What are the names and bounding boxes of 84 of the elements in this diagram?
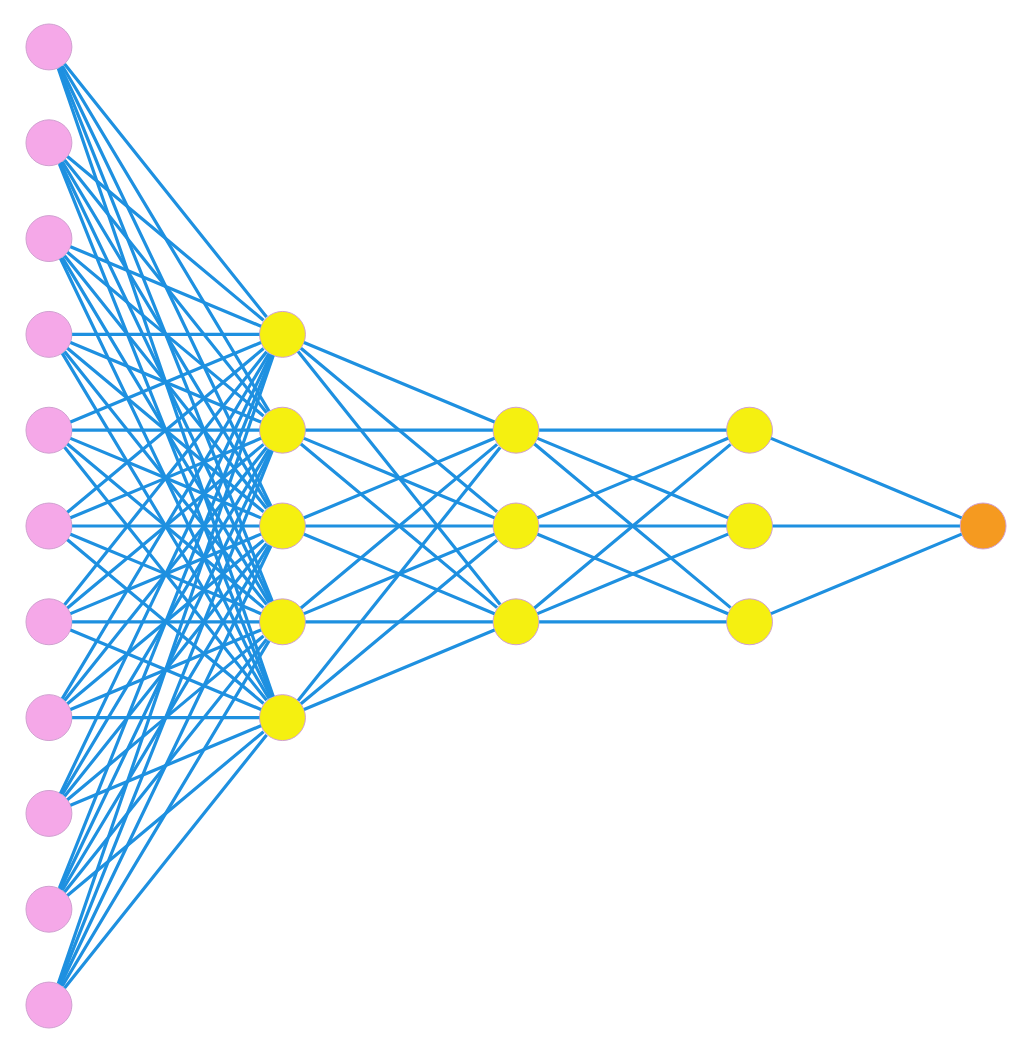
connector — [59, 257, 273, 699]
connector — [63, 63, 268, 318]
connector — [305, 524, 493, 528]
node-circle — [259, 406, 306, 454]
node-circle — [259, 598, 306, 646]
node-circle — [492, 598, 540, 646]
connector — [303, 628, 496, 711]
node-circle — [25, 502, 73, 550]
connector — [72, 716, 260, 720]
node-circle — [25, 23, 73, 71]
node-circle — [25, 885, 73, 933]
connector — [72, 428, 260, 432]
connector — [57, 163, 274, 698]
connector — [63, 350, 268, 606]
connector — [303, 436, 496, 520]
node-circle — [259, 310, 306, 358]
node-circle — [492, 406, 540, 454]
connector — [56, 355, 275, 984]
connector — [539, 428, 727, 432]
node-circle — [259, 502, 306, 550]
connector — [60, 640, 271, 987]
connector — [60, 160, 271, 508]
connector — [63, 446, 268, 702]
connector — [69, 724, 262, 807]
node-circle — [726, 598, 773, 646]
connector — [299, 346, 499, 514]
connector — [60, 65, 271, 412]
connector — [303, 532, 496, 616]
connector — [69, 436, 262, 520]
connector — [63, 158, 268, 414]
connector — [69, 341, 262, 424]
node-circle — [25, 215, 73, 263]
connector — [299, 538, 499, 706]
connector — [63, 638, 268, 894]
node-circle — [25, 310, 73, 358]
connector — [59, 353, 273, 795]
connector — [72, 620, 260, 624]
node-circle — [25, 789, 73, 837]
node-circle — [726, 502, 773, 550]
connector — [303, 341, 496, 424]
node-circle — [492, 502, 540, 550]
connector — [60, 448, 271, 796]
connector — [66, 155, 265, 322]
connector — [56, 68, 275, 697]
connector — [60, 544, 271, 892]
connector — [772, 524, 960, 528]
connector — [66, 730, 265, 897]
node-circle — [25, 406, 73, 454]
connector — [69, 532, 262, 616]
connector — [59, 449, 273, 890]
connector — [63, 734, 268, 989]
connector — [63, 254, 268, 510]
connector — [69, 628, 262, 711]
node-circle — [25, 119, 73, 167]
connector — [60, 256, 271, 604]
connector — [539, 620, 727, 624]
connector — [536, 436, 729, 520]
connector — [63, 542, 268, 798]
connector — [305, 620, 493, 624]
node-circle — [25, 981, 73, 1029]
connector — [57, 354, 274, 889]
connector — [296, 446, 502, 702]
connector — [57, 450, 274, 985]
connector — [59, 162, 273, 603]
connector — [66, 634, 265, 801]
node-circle — [726, 406, 773, 454]
connector — [305, 428, 493, 432]
connector — [72, 524, 260, 528]
node-circle — [25, 694, 73, 742]
connector — [57, 67, 274, 602]
connector — [539, 524, 727, 528]
node-circle — [259, 694, 306, 742]
node-circle — [959, 502, 1007, 550]
connector — [66, 251, 265, 418]
connector — [59, 545, 273, 986]
connector — [69, 245, 262, 328]
connector — [296, 350, 502, 606]
connector — [770, 532, 963, 616]
connector — [59, 66, 273, 507]
connector — [72, 332, 260, 336]
connector — [536, 532, 729, 616]
connector — [60, 352, 271, 700]
connector — [770, 436, 963, 520]
node-circle — [25, 598, 73, 646]
